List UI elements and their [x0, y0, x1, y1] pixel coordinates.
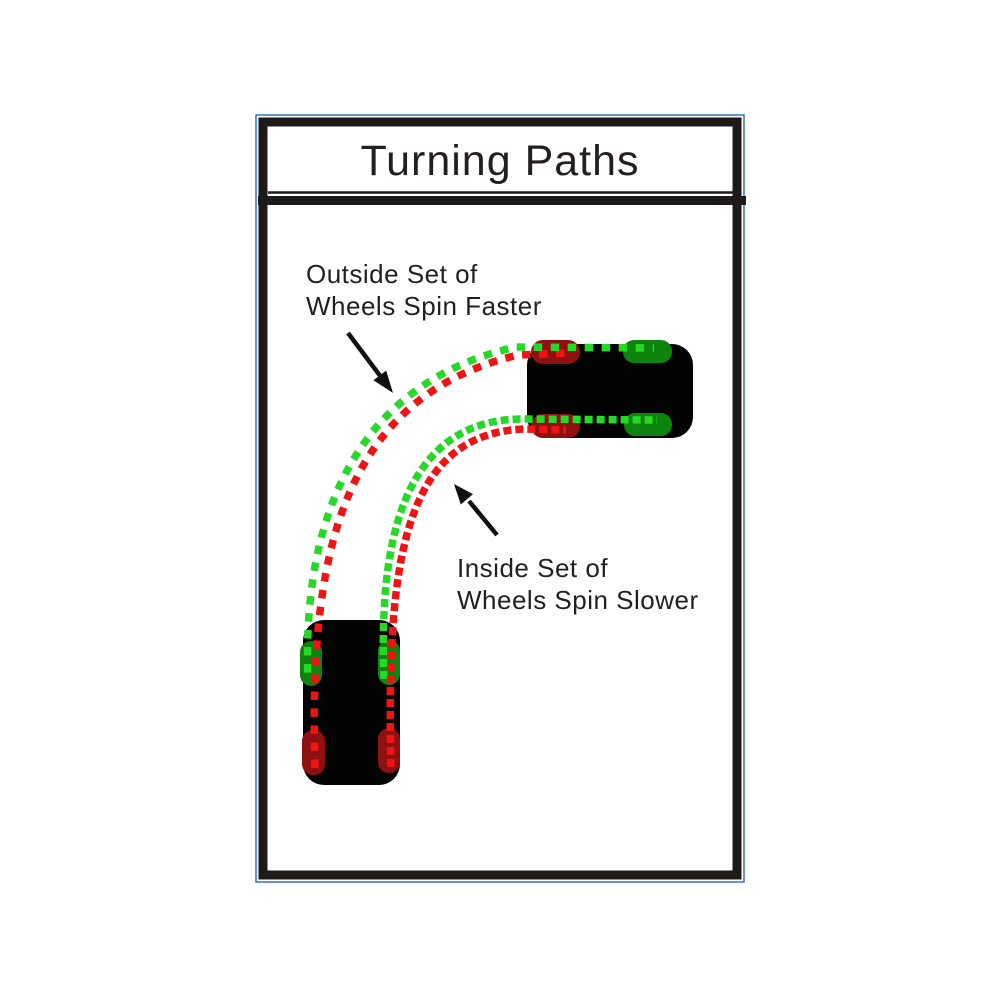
car-start-of-turn — [300, 620, 400, 785]
car-body — [303, 620, 400, 785]
inside-path-red-dashes — [386, 425, 567, 768]
outside-arrow-shaft — [346, 331, 383, 379]
wheel-rear-left-red — [302, 730, 325, 775]
page-outline — [255, 114, 745, 883]
inside-arrow — [454, 484, 499, 537]
outside-wheels-path — [303, 343, 655, 769]
page-title: Turning Paths — [360, 137, 639, 185]
inside-path-green-dashes — [379, 415, 658, 680]
outside-path-red-dashes — [310, 349, 573, 769]
inside-wheels-path — [379, 415, 658, 768]
inside-label-line1: Inside Set of — [457, 553, 608, 583]
inside-arrow-shaft — [467, 499, 499, 537]
outside-label-line1: Outside Set of — [306, 259, 478, 289]
outside-arrow — [346, 331, 393, 393]
wheel-front-top-green — [623, 340, 672, 363]
outside-arrowhead — [373, 370, 393, 393]
inside-label-line2: Wheels Spin Slower — [457, 585, 699, 615]
outside-label-line2: Wheels Spin Faster — [306, 291, 542, 321]
inside-arrowhead — [454, 484, 473, 505]
